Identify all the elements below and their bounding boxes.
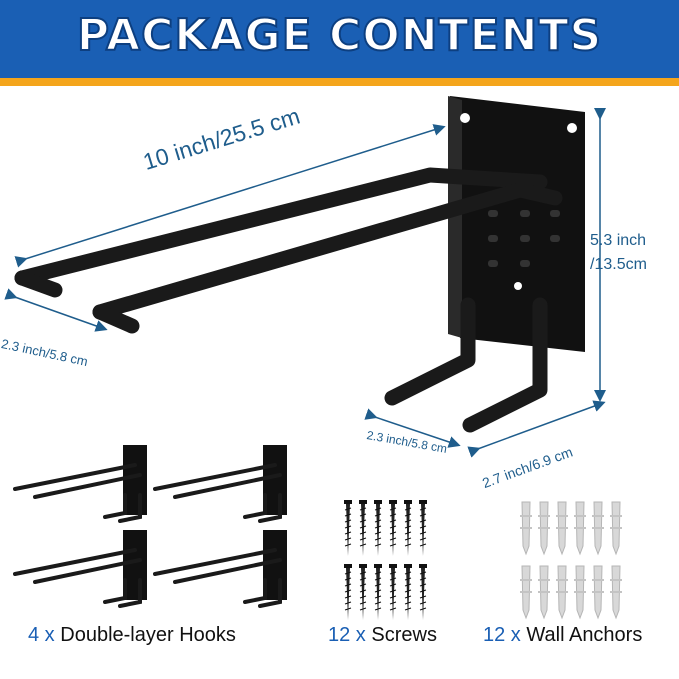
- screw-icon: [359, 500, 367, 556]
- page-title: PACKAGE CONTENTS: [76, 9, 603, 62]
- screw-icon: [359, 564, 367, 620]
- small-hook: [153, 530, 287, 608]
- screw-icon: [374, 564, 382, 620]
- wall-anchor-icon: [610, 501, 622, 556]
- screw-icon: [404, 500, 412, 556]
- caption-screws-qty: 12 x: [328, 624, 366, 646]
- wall-anchor-icon: [574, 501, 586, 556]
- small-hook: [153, 445, 287, 523]
- wall-anchor-icon: [556, 501, 568, 556]
- title-banner: PACKAGE CONTENTS: [0, 0, 679, 86]
- caption-screws-name: Screws: [371, 624, 437, 646]
- caption-anchors-name: Wall Anchors: [526, 624, 643, 646]
- screw-icon: [419, 500, 427, 556]
- screw-icon: [389, 500, 397, 556]
- screw-icon: [374, 500, 382, 556]
- screw-icon: [344, 564, 352, 620]
- wall-anchor-icon: [520, 565, 532, 620]
- caption-hooks-qty: 4 x: [28, 624, 55, 646]
- height-label-line2: /13.5cm: [590, 256, 647, 273]
- height-label-line1: 5.3 inch: [590, 232, 647, 249]
- wall-anchor-icon: [556, 565, 568, 620]
- caption-anchors: 12 x Wall Anchors: [483, 624, 642, 647]
- hooks-group: [13, 445, 287, 608]
- anchors-group: [520, 501, 622, 620]
- product-illustration: [4, 96, 622, 620]
- screw-icon: [389, 564, 397, 620]
- wall-anchor-icon: [574, 565, 586, 620]
- screw-icon: [404, 564, 412, 620]
- wall-anchor-icon: [538, 501, 550, 556]
- dimension-lines: [4, 108, 606, 458]
- caption-hooks-name: Double-layer Hooks: [60, 624, 236, 646]
- wall-anchor-icon: [592, 565, 604, 620]
- screw-icon: [419, 564, 427, 620]
- wall-anchor-icon: [520, 501, 532, 556]
- main-hook: [14, 96, 585, 433]
- caption-anchors-qty: 12 x: [483, 624, 521, 646]
- title-banner-inner: [0, 0, 679, 78]
- screws-group: [344, 500, 427, 620]
- wall-anchor-icon: [610, 565, 622, 620]
- caption-screws: 12 x Screws: [328, 624, 437, 647]
- wall-anchor-icon: [538, 565, 550, 620]
- screw-icon: [344, 500, 352, 556]
- caption-hooks: 4 x Double-layer Hooks: [28, 624, 236, 647]
- wall-anchor-icon: [592, 501, 604, 556]
- small-hook: [13, 530, 147, 608]
- small-hook: [13, 445, 147, 523]
